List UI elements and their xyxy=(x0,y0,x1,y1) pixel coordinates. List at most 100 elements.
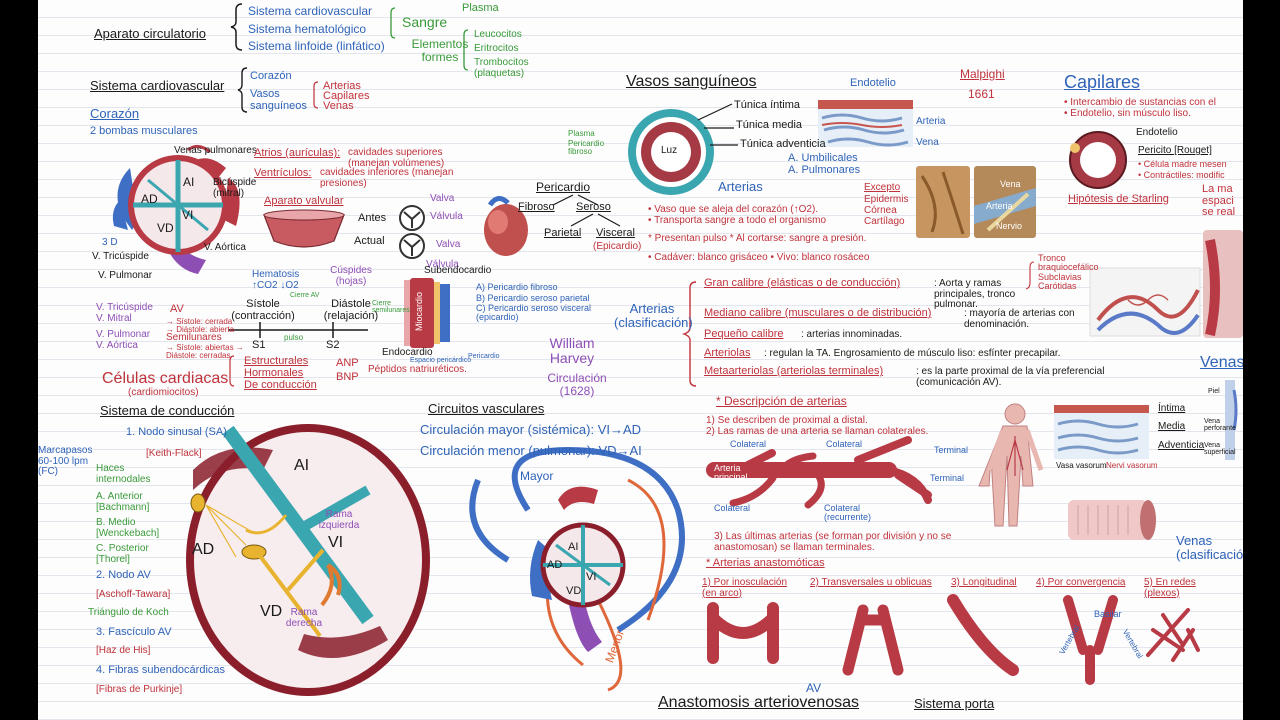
desc-terminal-2: Terminal xyxy=(930,473,965,483)
pericardium-heart-image xyxy=(484,196,528,256)
capillary-ring xyxy=(1069,131,1127,189)
diastole-label: Diástole (relajación) xyxy=(323,298,379,322)
desc-recurrente: Colateral (recurrente) xyxy=(824,503,872,523)
desc-colateral-1: Colateral xyxy=(730,439,767,449)
rama-der: Rama derecha xyxy=(285,607,323,629)
peri-seroso: Seroso xyxy=(576,201,611,213)
valve-aortica: V. Aórtica xyxy=(96,340,138,351)
descripcion-title: * Descripción de arterias xyxy=(716,394,847,408)
brace-cardio xyxy=(237,67,248,113)
circ-mayor: Circulación mayor (sistémica): VI→AD xyxy=(420,422,642,437)
nodo-sinusal: 1. Nodo sinusal (SA) xyxy=(126,426,227,438)
cell-eritrocitos: Eritrocitos xyxy=(474,43,519,54)
tunica-intima: Túnica íntima xyxy=(734,99,801,111)
sistole-label: Sístole (contracción) xyxy=(231,298,295,322)
vessel-tunics-strip xyxy=(1054,405,1149,459)
valve-sl-note: → Sístole: abiertas → Diástole: cerradas xyxy=(166,343,244,361)
venas-sup: Vena superficial xyxy=(1204,442,1236,457)
pericardio-title: Pericardio xyxy=(536,180,591,194)
anp-label: ANP xyxy=(336,357,359,369)
descripcion-2: 2) Las ramas de una arteria se llaman co… xyxy=(706,426,929,437)
rama-izq: Rama izquierda xyxy=(318,509,360,531)
circuits-title: Circuitos vasculares xyxy=(428,401,545,416)
exc-epidermis: Epidermis xyxy=(864,194,909,205)
starling-label: Hipótesis de Starling xyxy=(1068,193,1169,205)
exc-cartilago: Cartílago xyxy=(864,216,905,227)
pulso-label: pulso xyxy=(284,333,304,342)
clasif-tronco: Tronco braquiocefálico Subclavias Caróti… xyxy=(1038,253,1099,292)
cond-ad: AD xyxy=(192,541,215,558)
human-figure xyxy=(978,403,1044,527)
clasif-gran-desc: : Aorta y ramas principales, tronco pulm… xyxy=(934,278,1016,310)
item-linfoide: Sistema linfoide (linfático) xyxy=(248,39,385,53)
descripcion-3: 3) Las últimas arterias (se forman por d… xyxy=(714,531,952,553)
cond-ai: AI xyxy=(294,457,310,474)
celulas-sub: (cardiomiocitos) xyxy=(128,387,199,398)
cell-type-hormonales: Hormonales xyxy=(244,367,304,379)
clasif-meta: Metaarteriolas (arteriolas terminales) xyxy=(704,365,884,377)
cell-trombocitos: Trombocitos (plaquetas) xyxy=(474,57,529,79)
arterias-title: Arterias xyxy=(718,179,763,194)
vessel-3d-tube xyxy=(1068,500,1156,540)
brace-vasos xyxy=(313,81,319,109)
art-line-2: • Transporta sangre a todo el organismo xyxy=(648,215,827,226)
circ-label-mayor: Mayor xyxy=(520,469,554,483)
triangulo-label: Triángulo de Koch xyxy=(88,607,169,618)
conduction-title: Sistema de conducción xyxy=(100,403,235,418)
conduction-heart-diagram xyxy=(186,424,430,696)
peri-list-a: A) Pericardio fibroso xyxy=(476,282,558,292)
anastomosis-shapes xyxy=(707,594,1200,685)
peri-list-b: B) Pericardio seroso parietal xyxy=(476,293,590,303)
art-line-4: • Cadáver: blanco grisáceo • Vivo: blanc… xyxy=(648,252,870,263)
bnp-label: BNP xyxy=(336,371,359,383)
sistema-porta: Sistema porta xyxy=(914,696,995,711)
cap-line-1: • Intercambio de sustancias con el xyxy=(1064,97,1216,108)
venas-perf: Vena perforante xyxy=(1204,418,1236,433)
capillary-bed-image xyxy=(1089,267,1201,337)
circuits-diagram xyxy=(469,446,685,692)
clasif-arteriolas-desc: : regulan la TA. Engrosamiento de múscul… xyxy=(764,348,1061,359)
desc-terminal-1: Terminal xyxy=(934,445,969,455)
cond-vd: VD xyxy=(260,603,283,620)
luz-label: Luz xyxy=(661,145,678,156)
malpighi-year: 1661 xyxy=(968,87,995,101)
cell-type-conduccion: De conducción xyxy=(244,379,317,391)
peri-visceral: Visceral xyxy=(596,227,635,239)
cardio-title: Sistema cardiovascular xyxy=(90,78,225,93)
cardiac-cycle-line xyxy=(228,322,368,338)
peri-parietal: Parietal xyxy=(544,227,582,239)
heart-ai: AI xyxy=(183,175,195,189)
art-line-1: • Vaso que se aleja del corazón (↑O2). xyxy=(648,204,819,215)
elementos-label: Elementos formes xyxy=(411,37,469,64)
marcapasos-label: Marcapasos 60-100 lpm (FC) xyxy=(38,445,93,477)
atrios-desc: cavidades superiores (manejan volúmenes) xyxy=(348,147,445,169)
keith-label: [Keith-Flack] xyxy=(146,448,202,459)
circ-menor: Circulación menor (pulmonar): VD→AI xyxy=(420,443,642,458)
purkinje-label: [Fibras de Purkinje] xyxy=(96,684,183,695)
vena-wall-label: Vena xyxy=(916,137,939,148)
v-pulmonar-label: V. Pulmonar xyxy=(98,270,153,281)
aschoff-label: [Aschoff-Tawara] xyxy=(96,589,171,600)
circ-ad: AD xyxy=(547,559,563,571)
anast-av-title: Anastomosis arteriovenosas xyxy=(658,694,859,711)
subendocardio-label: Subendocardio xyxy=(424,265,492,276)
anast-2: 2) Transversales u oblicuas xyxy=(810,577,932,588)
atrios-term: Atrios (aurículas): xyxy=(254,147,341,159)
clasif-pequeno: Pequeño calibre xyxy=(704,328,784,340)
notes-canvas: Aparato circulatorio Sistema cardiovascu… xyxy=(38,0,1243,720)
brace-tronco xyxy=(1025,261,1035,290)
arteria-principal: Arteria principal xyxy=(714,463,748,483)
desc-colateral-3: Colateral xyxy=(714,503,751,513)
peri-fibroso: Fibroso xyxy=(518,201,555,213)
peri-epicardio: (Epicardio) xyxy=(593,241,642,252)
ventriculos-term: Ventrículos: xyxy=(254,167,312,179)
vessel-cross-section xyxy=(628,103,738,195)
excepto-label: Excepto xyxy=(864,182,901,193)
venas-piel: Piel xyxy=(1208,388,1220,395)
anast-1: 1) Por inosculación (en arco) xyxy=(702,577,788,599)
bombas-label: 2 bombas musculares xyxy=(90,125,198,137)
circ-vi: VI xyxy=(586,571,597,583)
aparato-title: Aparato circulatorio xyxy=(94,26,206,41)
valvula-2: Válvula xyxy=(426,259,459,270)
heart-ad: AD xyxy=(141,192,158,206)
